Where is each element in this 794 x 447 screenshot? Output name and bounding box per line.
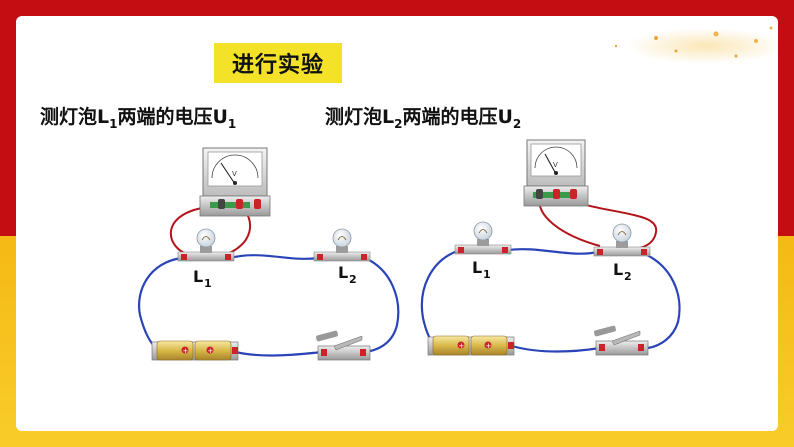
- caption-left-sub2: 1: [227, 116, 237, 131]
- circuit-left: V L 1 L 2: [137, 147, 400, 361]
- wire-right-loop-right: [639, 250, 681, 350]
- circuit-right: V L 1 L 2: [420, 139, 681, 356]
- caption-left-text: 测灯泡L: [40, 106, 110, 128]
- caption-right-mid: 两端的电压U: [402, 106, 513, 128]
- label-right-l1-sub: 1: [483, 268, 491, 281]
- caption-measure-l1: 测灯泡L1两端的电压U1: [40, 102, 236, 131]
- caption-right-sub: 2: [394, 116, 403, 131]
- svg-text:+: +: [459, 342, 465, 350]
- svg-text:+: +: [486, 342, 492, 350]
- wire-left-bulbs: [229, 254, 319, 260]
- label-left-l1: L: [193, 267, 203, 286]
- wire-right-bulbs: [507, 248, 599, 255]
- wire-right-battery-switch: [511, 344, 601, 353]
- experiment-title: 进行实验: [231, 53, 324, 78]
- voltmeter-left: V: [199, 147, 271, 217]
- label-left-l2-sub: 2: [349, 273, 357, 286]
- svg-text:+: +: [183, 347, 189, 355]
- wire-left-loop-right: [364, 256, 400, 354]
- bulb-left-l1: [177, 228, 235, 262]
- caption-measure-l2: 测灯泡L2两端的电压U2: [325, 102, 521, 131]
- label-right-l2-sub: 2: [624, 270, 632, 283]
- bulb-right-l1: [454, 221, 512, 255]
- caption-left-mid: 两端的电压U: [117, 106, 228, 128]
- caption-left-sub: 1: [109, 116, 118, 131]
- label-left-l2: L: [338, 263, 348, 282]
- experiment-title-box: 进行实验: [214, 43, 342, 83]
- caption-right-text: 测灯泡L: [325, 106, 395, 128]
- battery-left: + +: [151, 340, 239, 361]
- voltmeter-left-unit: V: [232, 170, 237, 178]
- wire-right-loop-left: [420, 248, 461, 347]
- battery-right: + +: [427, 335, 515, 356]
- sparkle-decoration: [614, 26, 778, 64]
- bulb-left-l2: [313, 228, 371, 262]
- bulb-right-l2: [593, 223, 651, 257]
- label-right-l2: L: [613, 260, 623, 279]
- content-panel: 进行实验 测灯泡L1两端的电压U1 测灯泡L2两端的电压U2: [16, 16, 778, 431]
- voltmeter-right-unit: V: [553, 161, 558, 169]
- svg-text:+: +: [208, 347, 214, 355]
- wire-left-loop-top-left: [137, 256, 183, 351]
- label-left-l1-sub: 1: [204, 277, 212, 290]
- caption-right-sub2: 2: [512, 116, 522, 131]
- wire-left-battery-switch: [235, 350, 323, 357]
- voltmeter-right: V: [523, 139, 589, 207]
- switch-right: [594, 325, 649, 356]
- label-right-l1: L: [472, 258, 482, 277]
- switch-left: [316, 330, 371, 361]
